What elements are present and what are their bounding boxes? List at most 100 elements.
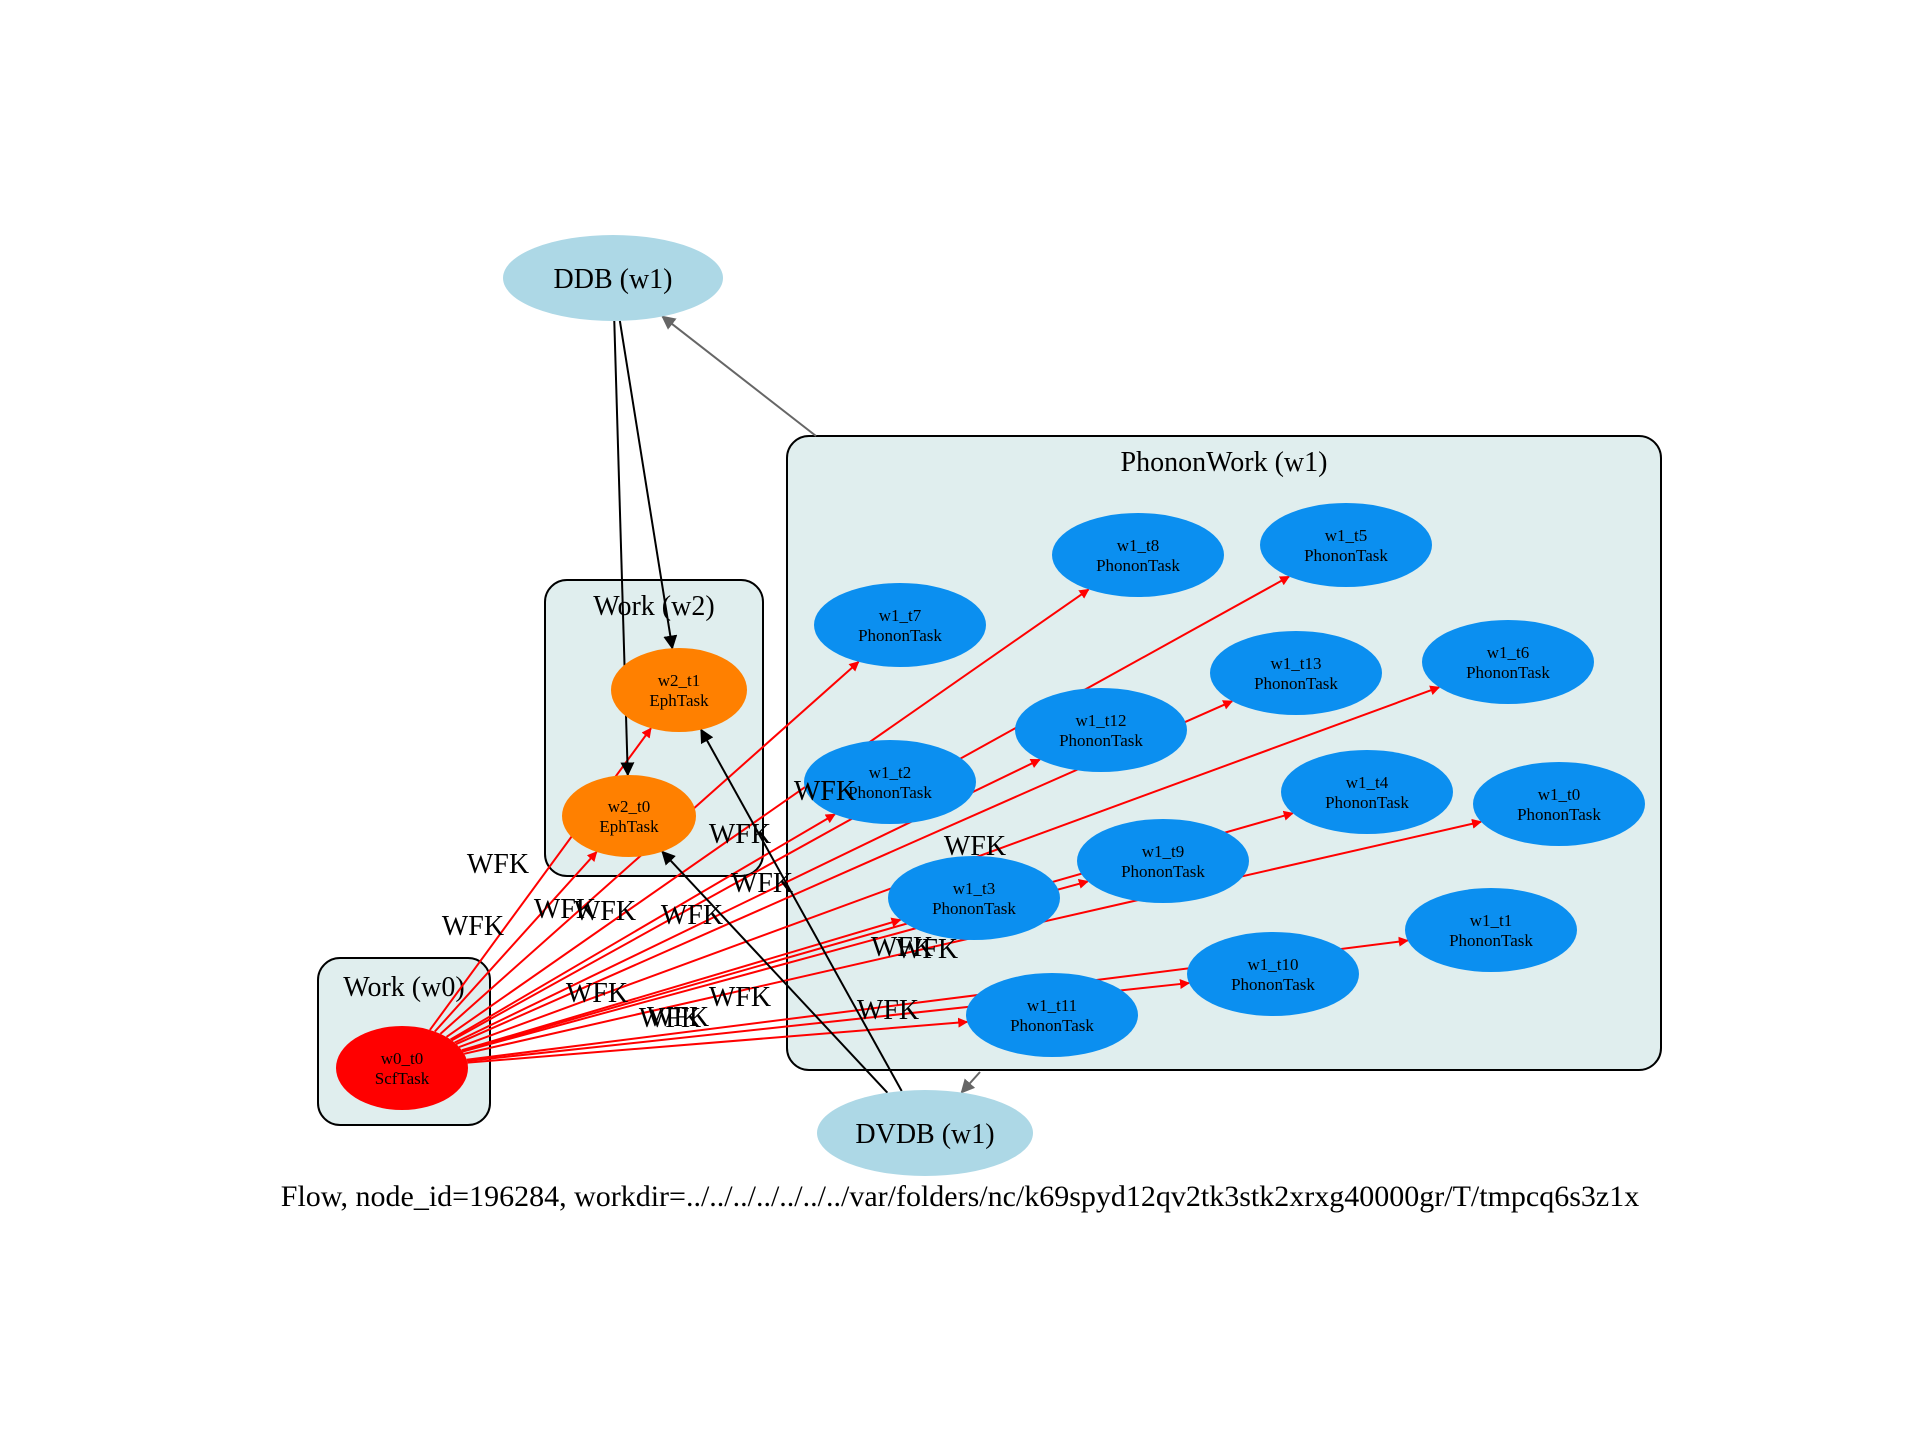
node-type: PhononTask xyxy=(1449,931,1533,950)
node-type: EphTask xyxy=(599,817,659,836)
edge-label: WFK xyxy=(871,932,933,963)
edge-dvdb-to-w2_t1 xyxy=(700,728,903,1092)
edge-label: WFK xyxy=(709,819,771,850)
node-ddb[interactable]: DDB (w1) xyxy=(503,235,723,321)
edge-label: WFK xyxy=(896,934,958,965)
node-shape xyxy=(1281,750,1453,834)
node-type: PhononTask xyxy=(1096,556,1180,575)
node-name: w1_t1 xyxy=(1470,911,1513,930)
node-shape xyxy=(817,1090,1033,1176)
node-shape xyxy=(611,648,747,732)
node-name: w1_t13 xyxy=(1271,654,1322,673)
node-type: PhononTask xyxy=(1010,1016,1094,1035)
node-type: PhononTask xyxy=(1231,975,1315,994)
node-shape xyxy=(503,235,723,321)
node-type: EphTask xyxy=(649,691,709,710)
edge-w0_t0-to-w1_t3 xyxy=(461,917,902,1052)
edge-label: WFK xyxy=(857,995,919,1026)
cluster-label: PhononWork (w1) xyxy=(1121,447,1328,478)
node-type: PhononTask xyxy=(1325,793,1409,812)
node-shape xyxy=(1473,762,1645,846)
node-name: w1_t2 xyxy=(869,763,912,782)
node-type: PhononTask xyxy=(848,783,932,802)
node-name: w1_t9 xyxy=(1142,842,1185,861)
edge-label: WFK xyxy=(467,849,529,880)
node-shape xyxy=(888,856,1060,940)
node-shape xyxy=(1187,932,1359,1016)
node-shape xyxy=(966,973,1138,1057)
edge-label: WFK xyxy=(731,868,793,899)
edge-label: WFK xyxy=(534,894,596,925)
node-name: w0_t0 xyxy=(381,1049,424,1068)
node-shape xyxy=(804,740,976,824)
node-name: w2_t1 xyxy=(658,671,701,690)
node-name: w1_t4 xyxy=(1346,773,1389,792)
edge-w1-to-ddb xyxy=(661,315,817,437)
edge-w0_t0-to-w1_t2 xyxy=(450,813,836,1041)
node-type: ScfTask xyxy=(375,1069,430,1088)
edge-w0_t0-to-w1_t8 xyxy=(445,588,1090,1038)
node-name: DDB (w1) xyxy=(554,264,673,295)
edge-label: WFK xyxy=(944,831,1006,862)
edge-label: WFK xyxy=(794,776,856,807)
edge-label: WFK xyxy=(639,1003,701,1034)
edge-label: WFK xyxy=(647,1002,709,1033)
edge-w0_t0-to-w2_t0 xyxy=(434,851,598,1033)
node-name: w1_t0 xyxy=(1538,785,1581,804)
node-type: PhononTask xyxy=(1517,805,1601,824)
node-name: w1_t6 xyxy=(1487,643,1530,662)
edge-label: WFK xyxy=(709,982,771,1013)
node-shape xyxy=(336,1026,468,1110)
edge-ddb-to-w2_t1 xyxy=(618,320,678,650)
node-shape xyxy=(1210,631,1382,715)
node-shape xyxy=(1422,620,1594,704)
flow-caption: Flow, node_id=196284, workdir=../../../.… xyxy=(280,1180,1640,1213)
node-shape xyxy=(814,583,986,667)
node-type: PhononTask xyxy=(1121,862,1205,881)
edge-label: WFK xyxy=(566,978,628,1009)
node-type: PhononTask xyxy=(858,626,942,645)
node-dvdb[interactable]: DVDB (w1) xyxy=(817,1090,1033,1176)
node-shape xyxy=(1405,888,1577,972)
node-type: PhononTask xyxy=(1254,674,1338,693)
node-type: PhononTask xyxy=(1466,663,1550,682)
node-shape xyxy=(1052,513,1224,597)
node-shape xyxy=(562,775,696,857)
node-name: w2_t0 xyxy=(608,797,651,816)
edge-label: WFK xyxy=(574,896,636,927)
node-shape xyxy=(1015,688,1187,772)
node-shape xyxy=(1077,819,1249,903)
edge-label: WFK xyxy=(442,911,504,942)
cluster-label: Work (w2) xyxy=(593,591,714,622)
edge-label: WFK xyxy=(661,900,723,931)
node-name: w1_t7 xyxy=(879,606,922,625)
node-name: w1_t11 xyxy=(1027,996,1077,1015)
node-type: PhononTask xyxy=(1059,731,1143,750)
node-name: w1_t5 xyxy=(1325,526,1368,545)
node-name: w1_t12 xyxy=(1076,711,1127,730)
edge-dvdb-to-w2_t0 xyxy=(661,850,889,1094)
node-name: w1_t10 xyxy=(1248,955,1299,974)
edge-w1-to-dvdb xyxy=(960,1071,981,1094)
node-name: w1_t8 xyxy=(1117,536,1160,555)
node-shape xyxy=(1260,503,1432,587)
node-name: w1_t3 xyxy=(953,879,996,898)
